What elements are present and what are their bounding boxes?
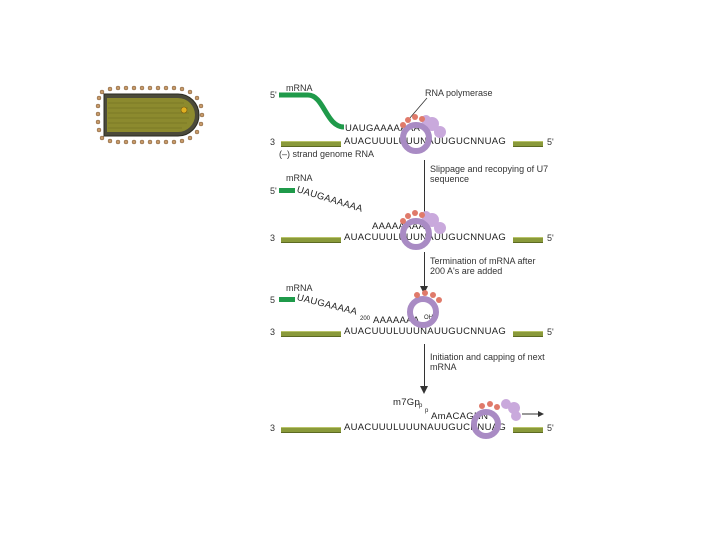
panel1-pol-pointer xyxy=(408,97,428,120)
panel3-template-right xyxy=(513,331,543,337)
panel1-template-right xyxy=(513,141,543,147)
panel3-mrna-seq-a: UAUGAAAAA xyxy=(295,292,359,318)
panel3-template-seq: AUACUUULUUUNAUUGUCNNUAG xyxy=(344,326,507,337)
panel4-end-five: 5' xyxy=(547,423,554,433)
panel2-three-prime: 3 xyxy=(270,233,276,243)
panel4-template-right xyxy=(513,427,543,433)
step1-arrow-shaft xyxy=(424,160,425,214)
step1-label: Slippage and recopying of U7 sequence xyxy=(430,164,549,184)
panel2-polymerase xyxy=(400,210,446,250)
panel4-template-seq: AUACUUULUUUNAUUGUCNNUAG xyxy=(344,422,507,433)
step3-arrow-shaft xyxy=(424,344,425,386)
virion-spikes xyxy=(95,85,205,145)
virion-core xyxy=(107,98,195,132)
panel2-five-prime: 5' xyxy=(270,186,277,196)
panel4-cap-seq: AmACAGNN xyxy=(431,411,489,422)
panel2-mrna-seq-a: UAUGAAAAAA xyxy=(295,184,365,215)
panel4-polymerase xyxy=(471,399,521,439)
panel4-cap-label: m7Gp xyxy=(393,397,421,408)
step2-label: Termination of mRNA after 200 A's are ad… xyxy=(430,256,536,276)
panel1-template-seq: AUACUUULUUUNAUUGUCNNUAG xyxy=(344,136,507,147)
panel1-mrna-label: mRNA xyxy=(286,83,313,93)
panel2-template-left xyxy=(281,237,341,243)
panel3-template-left xyxy=(281,331,341,337)
panel2-end-five: 5' xyxy=(547,233,554,243)
panel1-end-five: 5' xyxy=(547,137,554,147)
panel3-polymerase xyxy=(407,290,442,328)
panel3-five-prime: 5 xyxy=(270,295,276,305)
panel3-mrna-strand xyxy=(279,297,295,302)
panel2-mrna-strand xyxy=(279,188,295,193)
panel1-five-prime: 5' xyxy=(270,90,277,100)
step3-arrow-head xyxy=(420,386,428,394)
panel3-mrna-seq-b: AAAAAAA xyxy=(373,315,420,326)
virion-illustration xyxy=(95,85,205,145)
panel4-cap-sub1: p xyxy=(419,403,423,409)
panel3-mrna-label: mRNA xyxy=(286,283,313,293)
panel1-strand-label: (–) strand genome RNA xyxy=(279,149,375,159)
panel3-three-prime: 3 xyxy=(270,327,276,337)
panel4-direction-arrow xyxy=(522,411,544,417)
panel2-mrna-label: mRNA xyxy=(286,173,313,183)
panel4-template-left xyxy=(281,427,341,433)
panel3-end-five: 5' xyxy=(547,327,554,337)
panel4-cap-sub2: p xyxy=(425,408,429,414)
panel1-mrna-strand xyxy=(279,92,345,130)
step3-label: Initiation and capping of next mRNA xyxy=(430,352,545,372)
panel1-polymerase xyxy=(400,114,446,154)
panel2-mrna-seq-b: AAAAAAAA xyxy=(372,221,426,232)
panel2-template-right xyxy=(513,237,543,243)
panel1-three-prime: 3 xyxy=(270,137,276,147)
panel1-template-left xyxy=(281,141,341,147)
panel1-mrna-seq: UAUGAAAAAAA xyxy=(345,123,421,134)
panel4-three-prime: 3 xyxy=(270,423,276,433)
step2-arrow-head xyxy=(420,286,428,294)
panel1-pol-label: RNA polymerase xyxy=(425,88,493,98)
panel3-oh-label: OH xyxy=(424,315,433,321)
virion-polymerase-dot xyxy=(180,106,188,114)
panel3-sub-200: 200 xyxy=(360,316,371,322)
step2-arrow-shaft xyxy=(424,252,425,286)
panel2-template-seq: AUACUUULUUUNAUUGUCNNUAG xyxy=(344,232,507,243)
